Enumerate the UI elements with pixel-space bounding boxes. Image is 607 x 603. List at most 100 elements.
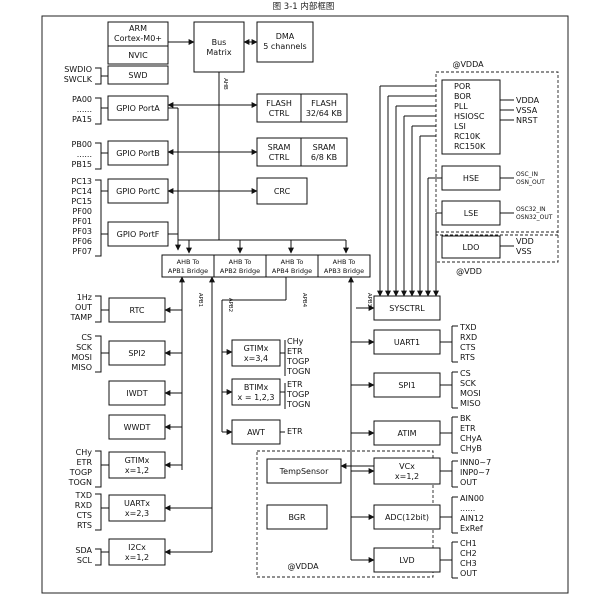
pin-ldo-vss: VSS [516, 247, 532, 256]
adc-label: ADC(12bit) [385, 513, 429, 522]
apb3-label: APB3 [366, 293, 372, 308]
ahb-label: AHB [222, 78, 228, 90]
vcx-block [373, 457, 441, 485]
pin-gtl-etr: ETR [77, 458, 93, 467]
dma-block [256, 21, 314, 63]
i2cx-block [108, 538, 166, 566]
clk-rc10k: RC10K [454, 132, 481, 141]
pin-brackets [95, 67, 458, 579]
iwdt-label: IWDT [126, 389, 147, 398]
flash-ctrl-label-1: FLASH [266, 99, 292, 108]
apb1-bridge-label-1: AHB To [177, 258, 200, 266]
pin-lvd-ch1: CH1 [460, 539, 477, 548]
pin-at-etr: ETR [460, 424, 476, 433]
crc-block [256, 177, 308, 205]
pin-osn-out: OSN_OUT [516, 179, 545, 186]
bus-matrix-block [193, 21, 245, 73]
spi1-label: SPI1 [398, 381, 415, 390]
pin-lvd-ch3: CH3 [460, 559, 477, 568]
pin-pf07: PF07 [72, 247, 92, 256]
pin-pc13: PC13 [71, 177, 92, 186]
pin-pc14: PC14 [71, 187, 92, 196]
apb2-bridge-label-2: APB2 Bridge [220, 267, 260, 275]
pin-osn32-out: OSN32_OUT [516, 214, 553, 221]
clk-rc150k: RC150K [454, 142, 486, 151]
flash-ctrl-block [256, 93, 302, 123]
pin-pf06: PF06 [72, 237, 92, 246]
pin-lvd-out: OUT [460, 569, 477, 578]
pin-s1-miso: MISO [460, 399, 481, 408]
gpio-c-label: GPIO PortC [116, 187, 160, 196]
sysctrl-label: SYSCTRL [389, 304, 425, 313]
uart1-label: UART1 [394, 338, 420, 347]
arm-label: ARM [129, 24, 147, 33]
bgr-block [266, 504, 328, 530]
gpio-f-label: GPIO PortF [117, 230, 160, 239]
pin-pb-dots: ...... [77, 150, 92, 159]
pin-u1-rxd: RXD [460, 333, 477, 342]
pin-gtl-chy: CHy [76, 448, 93, 457]
awt-block [231, 419, 281, 445]
apb4-label: APB4 [301, 293, 307, 308]
hse-block [441, 165, 501, 191]
ahb-apb3-bridge [317, 254, 371, 278]
vdda-bottom-label: @VDDA [287, 562, 319, 571]
ldo-label: LDO [463, 243, 480, 252]
pin-pf01: PF01 [72, 217, 92, 226]
pin-s1-cs: CS [460, 369, 471, 378]
pin-u1-txd: TXD [459, 323, 477, 332]
pin-spi2-sck: SCK [76, 343, 93, 352]
pin-at-chya: CHyA [460, 434, 482, 443]
gtim-left-label-2: x=1,2 [125, 466, 149, 475]
ldo-group [435, 231, 559, 263]
spi2-label: SPI2 [128, 349, 145, 358]
pin-vssa: VSSA [516, 106, 538, 115]
pin-pf00: PF00 [72, 207, 92, 216]
pin-pb15: PB15 [72, 160, 93, 169]
gpio-portb-block [107, 140, 169, 166]
dma-label-1: DMA [276, 32, 295, 41]
adc-block [373, 504, 441, 530]
bus-label-1: Bus [212, 38, 227, 47]
uartx-block [108, 494, 166, 522]
vdda-top-label: @VDDA [452, 60, 484, 69]
gpio-portf-block [107, 221, 169, 247]
sysctrl-block [373, 295, 441, 321]
pin-swdio: SWDIO [64, 65, 92, 74]
wwdt-label: WWDT [124, 423, 151, 432]
gpio-a-label: GPIO PortA [116, 104, 160, 113]
vdd-label: @VDD [456, 267, 482, 276]
sram-size-label-1: SRAM [313, 143, 336, 152]
flash-size-label-1: FLASH [311, 99, 337, 108]
pin-ldo-vdd: VDD [516, 237, 534, 246]
lse-block [441, 200, 501, 226]
uartx-label-1: UARTx [124, 499, 150, 508]
pin-osc32-in: OSC32_IN [516, 206, 546, 213]
pin-ux-cts: CTS [76, 511, 92, 520]
vcx-label-1: VCx [399, 462, 415, 471]
pin-pf03: PF03 [72, 227, 92, 236]
clock-group [435, 71, 559, 236]
figure-caption: 图 3-1 内部框图 [272, 2, 335, 12]
lvd-block [373, 547, 441, 573]
pin-bt-etr: ETR [287, 380, 303, 389]
bus-label-2: Matrix [206, 48, 231, 57]
flash-size-label-2: 32/64 KB [306, 109, 342, 118]
pin-u1-rts: RTS [460, 353, 475, 362]
apb4-bridge-label-1: AHB To [281, 258, 304, 266]
apb3-bridge-label-1: AHB To [333, 258, 356, 266]
pin-gtm-togn: TOGN [286, 367, 310, 376]
pin-adc-exref: ExRef [460, 524, 483, 533]
pin-ux-rts: RTS [77, 521, 92, 530]
pin-awt-etr: ETR [287, 427, 303, 436]
sram-ctrl-label-2: CTRL [269, 153, 290, 162]
pin-gtl-togp: TOGP [69, 468, 92, 477]
gpio-b-label: GPIO PortB [116, 149, 160, 158]
pin-swclk: SWCLK [64, 75, 93, 84]
gtim-mid-label-2: x=3,4 [244, 354, 268, 363]
btim-label-2: x = 1,2,3 [238, 393, 275, 402]
pin-nrst: NRST [516, 116, 538, 125]
nvic-block [107, 45, 169, 65]
gpio-portc-block [107, 178, 169, 204]
pin-rtc-tamp: TAMP [70, 313, 93, 322]
